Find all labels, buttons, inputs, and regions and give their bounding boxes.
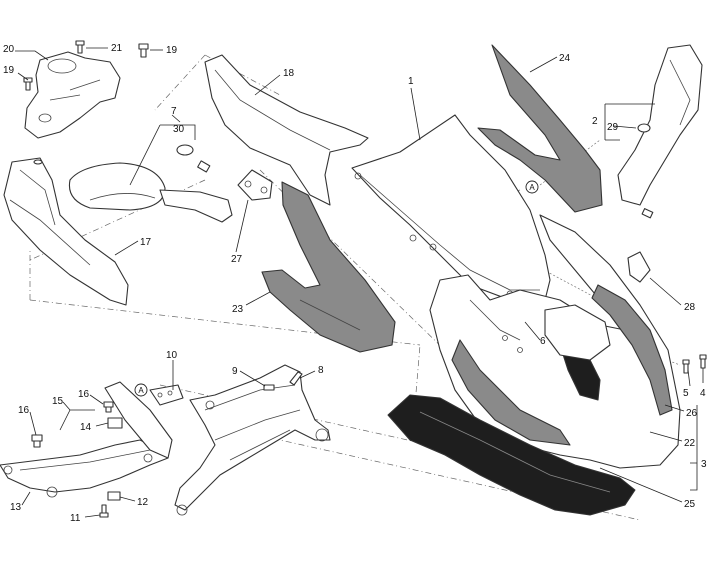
grommet-12 bbox=[107, 491, 121, 501]
svg-text:A: A bbox=[138, 386, 144, 395]
screw-16-right bbox=[103, 401, 114, 413]
callout-5: 5 bbox=[683, 388, 689, 399]
lower-left-bracket bbox=[0, 381, 173, 498]
upper-inner-bracket bbox=[24, 51, 121, 139]
svg-text:A: A bbox=[529, 183, 535, 192]
callout-8: 8 bbox=[318, 365, 324, 376]
callout-16-right: 16 bbox=[78, 389, 90, 400]
upper-nose-panel-24 bbox=[477, 44, 603, 213]
callout-27: 27 bbox=[231, 254, 243, 265]
callout-23: 23 bbox=[232, 304, 244, 315]
callout-1: 1 bbox=[408, 76, 414, 87]
callout-13: 13 bbox=[10, 502, 22, 513]
callout-11: 11 bbox=[70, 513, 81, 524]
callout-29: 29 bbox=[607, 122, 619, 133]
callout-17: 17 bbox=[140, 237, 152, 248]
callout-14: 14 bbox=[80, 422, 92, 433]
callout-2: 2 bbox=[592, 116, 598, 127]
callout-7: 7 bbox=[171, 106, 177, 117]
callout-6: 6 bbox=[540, 336, 546, 347]
bracket-10 bbox=[149, 384, 184, 406]
callout-16-left: 16 bbox=[18, 405, 30, 416]
reference-marker-a-bracket: A bbox=[134, 383, 148, 397]
grommet-14 bbox=[107, 417, 123, 429]
callout-9: 9 bbox=[232, 366, 238, 377]
upper-side-cover bbox=[204, 54, 369, 206]
callout-3: 3 bbox=[701, 459, 707, 470]
fairing-subframe bbox=[174, 364, 331, 516]
callout-labels: 20 21 19 19 18 7 30 17 27 23 1 24 2 29 2… bbox=[3, 43, 707, 524]
callout-28: 28 bbox=[684, 302, 696, 313]
screw-16-left bbox=[31, 434, 43, 448]
right-upper-cover bbox=[617, 44, 703, 219]
callout-22: 22 bbox=[684, 438, 696, 449]
callout-18: 18 bbox=[283, 68, 295, 79]
windscreen bbox=[351, 114, 551, 301]
front-fairing bbox=[429, 214, 681, 469]
leader-lines bbox=[15, 47, 704, 518]
screw-21 bbox=[75, 40, 85, 54]
strap-8 bbox=[289, 371, 303, 386]
screw-19-top bbox=[138, 43, 149, 58]
bracket-28 bbox=[627, 251, 651, 283]
mirror-assembly bbox=[68, 144, 233, 223]
callout-20: 20 bbox=[3, 44, 15, 55]
callout-19-left: 19 bbox=[3, 65, 15, 76]
callout-4: 4 bbox=[700, 388, 706, 399]
callout-12: 12 bbox=[137, 497, 149, 508]
callout-21: 21 bbox=[111, 43, 123, 54]
callout-10: 10 bbox=[166, 350, 178, 361]
screw-9 bbox=[263, 384, 275, 391]
screw-5 bbox=[682, 359, 690, 374]
screw-11 bbox=[99, 504, 109, 518]
callout-24: 24 bbox=[559, 53, 571, 64]
bracket-27 bbox=[237, 169, 273, 201]
left-inner-panel bbox=[3, 157, 129, 306]
callout-30: 30 bbox=[173, 124, 185, 135]
callout-25: 25 bbox=[684, 499, 696, 510]
side-panel-23 bbox=[261, 181, 396, 353]
lower-fairing-25 bbox=[387, 394, 636, 516]
screw-4 bbox=[699, 354, 707, 369]
callout-26: 26 bbox=[686, 408, 698, 419]
callout-15: 15 bbox=[52, 396, 64, 407]
reference-marker-a-front: A bbox=[525, 180, 539, 194]
callout-19-top: 19 bbox=[166, 45, 178, 56]
